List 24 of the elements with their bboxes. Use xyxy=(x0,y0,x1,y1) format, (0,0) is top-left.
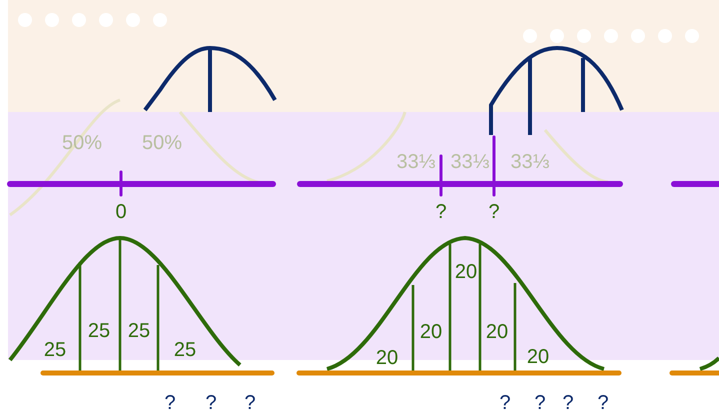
area-label: 20 xyxy=(526,346,550,368)
area-label: 25 xyxy=(88,320,110,342)
area-label: 20 xyxy=(420,321,442,343)
axis-value-label: ? xyxy=(562,392,574,414)
area-label: 20 xyxy=(486,321,508,343)
area-label: 20 xyxy=(376,347,398,369)
axis-value-label: ? xyxy=(488,201,500,223)
area-label: 25 xyxy=(44,339,66,361)
area-label: 33⅓ xyxy=(396,151,436,173)
axis-value-label: ? xyxy=(435,201,447,223)
area-label: 33⅓ xyxy=(450,151,490,173)
percent-label: 50% xyxy=(62,132,102,154)
axis-value-label: 0 xyxy=(115,201,127,223)
area-label: 20 xyxy=(454,261,478,283)
axis-value-label: ? xyxy=(244,392,256,414)
axis-value-label: ? xyxy=(205,392,217,414)
axis-value-label: ? xyxy=(499,392,511,414)
axis-value-label: ? xyxy=(534,392,546,414)
area-label: 25 xyxy=(174,339,196,361)
axis-value-label: ? xyxy=(164,392,176,414)
percent-label: 50% xyxy=(142,132,182,154)
area-label: 33⅓ xyxy=(510,151,550,173)
area-label: 25 xyxy=(128,320,150,342)
axis-value-label: ? xyxy=(597,392,609,414)
